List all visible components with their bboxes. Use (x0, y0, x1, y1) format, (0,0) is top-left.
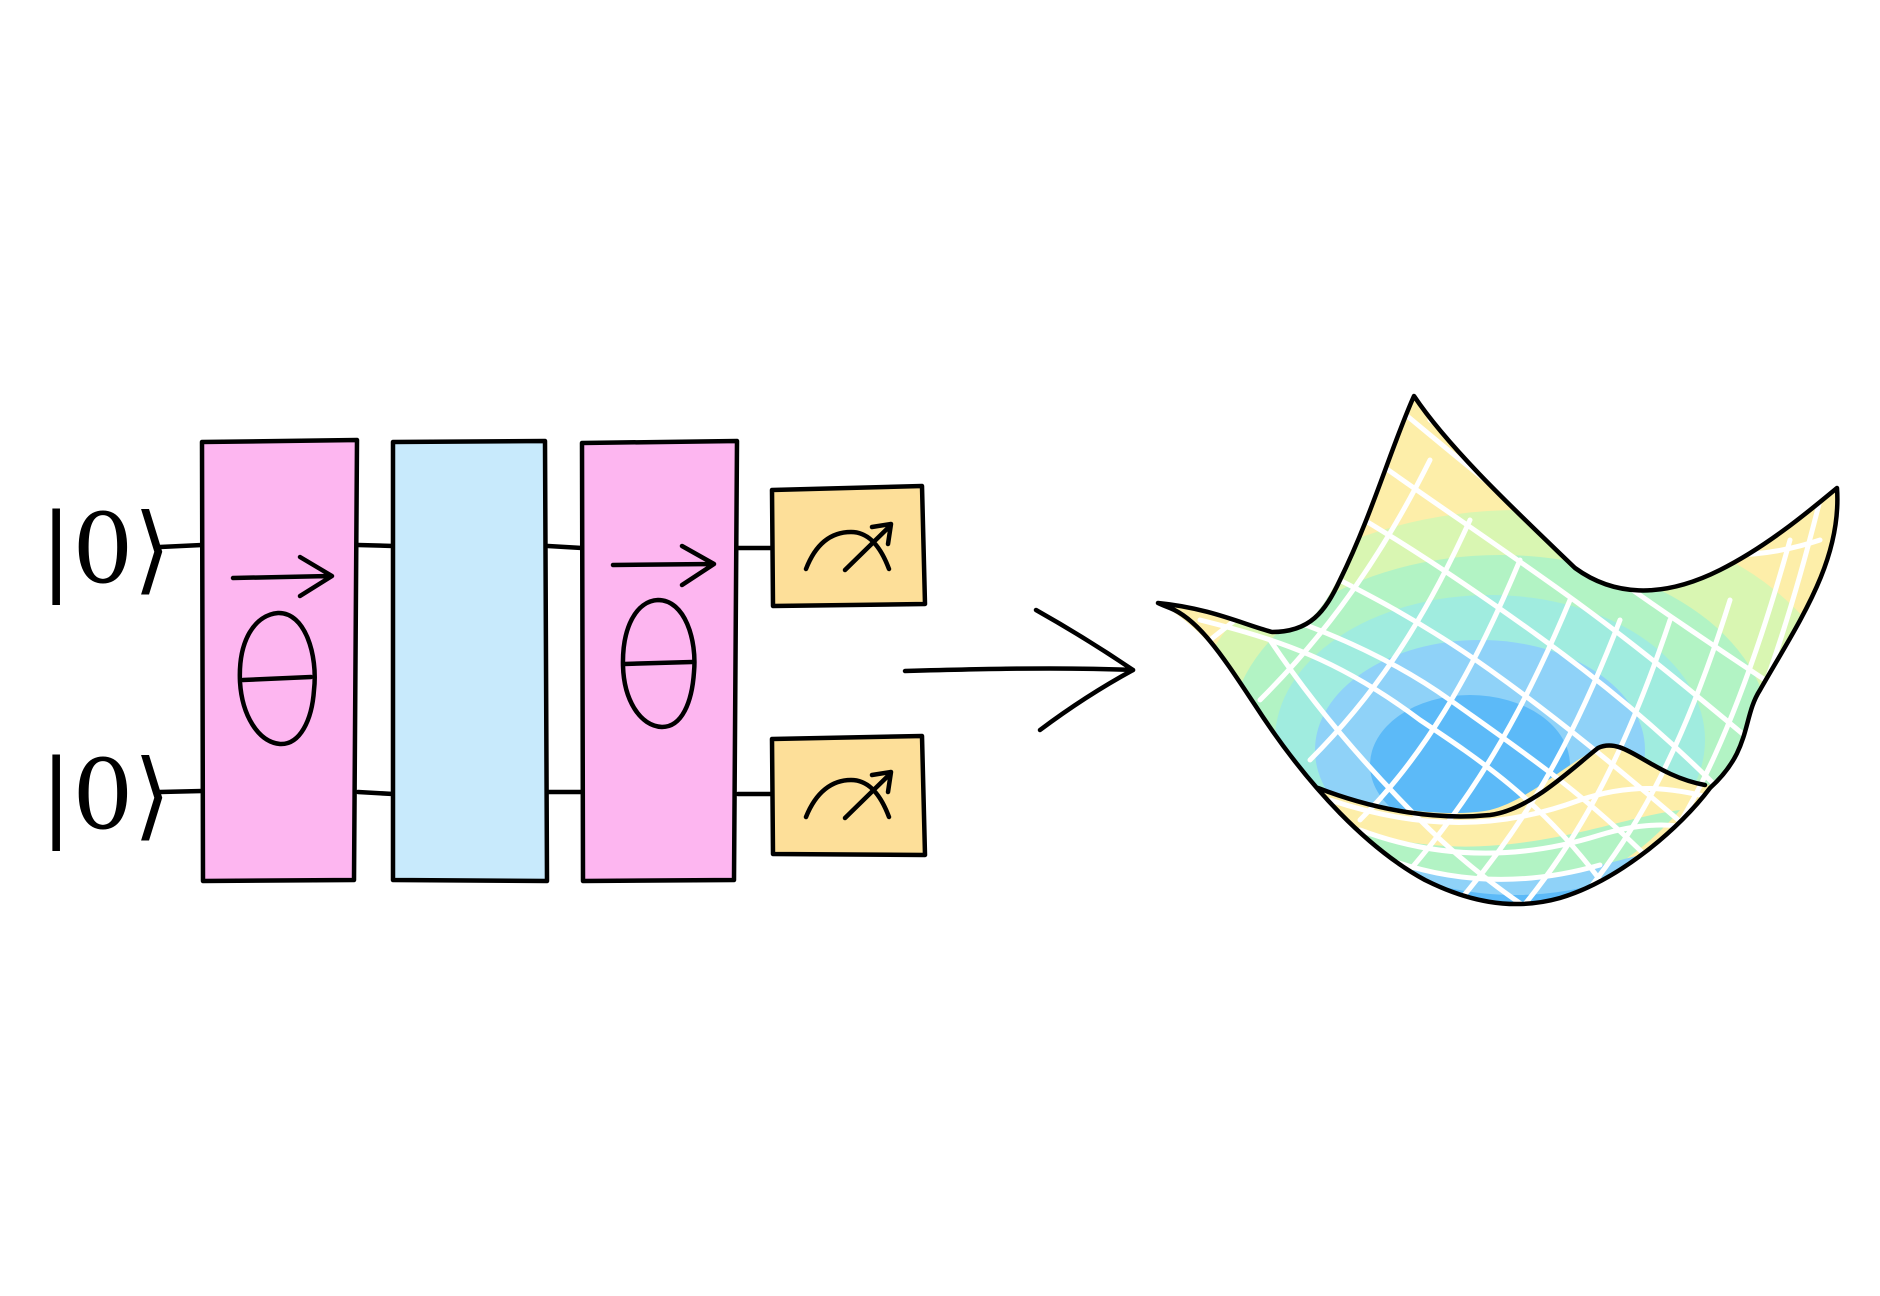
ket-zero-label: |0⟩ (40, 739, 171, 851)
surface-outline (1155, 393, 1840, 907)
ket-zero-label: |0⟩ (40, 493, 171, 605)
entangling-gate (390, 438, 550, 884)
wire-q1-link-1 (355, 789, 396, 797)
arrow-right-icon (902, 607, 1136, 733)
theta-vector-symbol (610, 543, 717, 730)
qubit-0-initial-state: |0⟩ (40, 493, 171, 605)
wire-q0-input (157, 542, 205, 550)
gate-box (199, 437, 360, 884)
qubit-1-initial-state: |0⟩ (40, 739, 171, 851)
measurement-q1 (769, 733, 928, 858)
cost-landscape-surface-icon (1155, 393, 1840, 907)
gate-box (390, 438, 550, 884)
surface-fill (1158, 397, 1838, 905)
meter-icon (803, 521, 894, 573)
qubit-wires (157, 542, 775, 797)
wire-q1-input (157, 788, 205, 795)
measurement-q0 (769, 483, 928, 609)
parameterized-gate-2 (579, 438, 740, 884)
theta-vector-symbol (230, 554, 335, 747)
meter-box (769, 483, 928, 609)
wire-q0-link-1 (355, 542, 396, 549)
parameterized-gate-1 (199, 437, 360, 884)
surface-front-fold (1315, 743, 1708, 819)
quantum-circuit: |0⟩ |0⟩ (40, 437, 928, 884)
meter-box (769, 733, 928, 858)
meter-icon (803, 769, 894, 821)
wire-q0-link-2 (545, 543, 585, 551)
